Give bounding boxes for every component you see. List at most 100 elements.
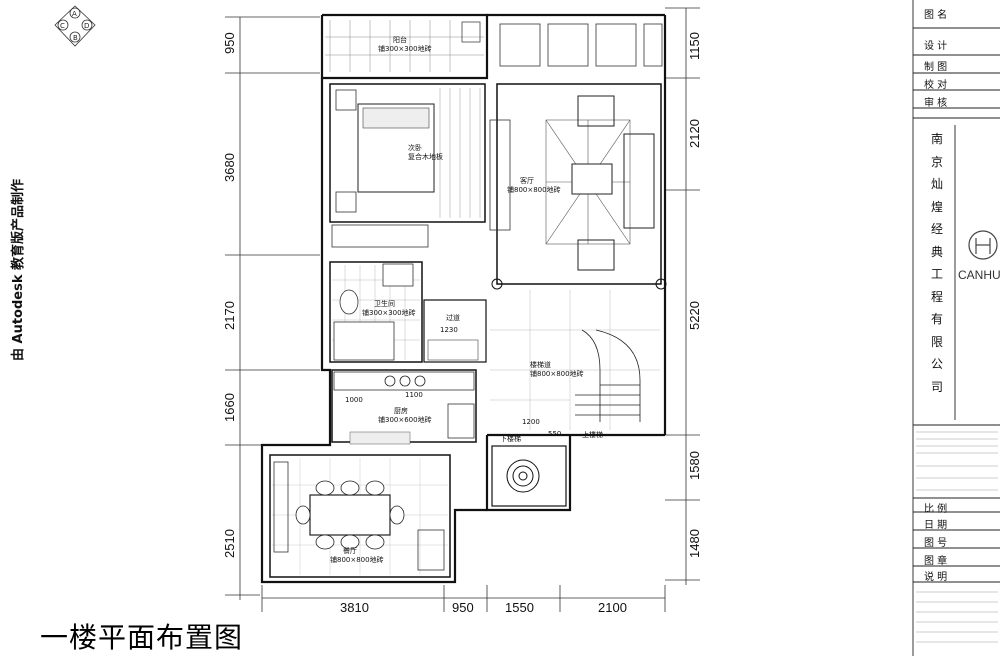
balcony-sink — [461, 21, 481, 43]
compass-letter-a: A — [72, 10, 77, 18]
shower — [333, 321, 395, 361]
tv-cabinet — [489, 119, 511, 231]
company-char: 南 — [930, 132, 943, 146]
bedroom-floor-label: 复合木地板 — [408, 152, 443, 161]
company-char: 工 — [930, 267, 943, 281]
stairwell-floor-label: 铺800×800地砖 — [530, 369, 584, 378]
bed-pillows — [362, 107, 430, 129]
corridor-label: 过道 — [446, 313, 460, 322]
company-char: 典 — [930, 244, 943, 259]
stair-up-label: 上楼梯 — [582, 430, 603, 439]
compass-letter-d: D — [84, 22, 89, 30]
tb-row-scale: 比 例 — [924, 504, 948, 515]
kitchen-hatch — [349, 431, 411, 445]
tb-row-number: 图 号 — [924, 538, 948, 549]
compass-letter-b: B — [73, 34, 78, 42]
company-char: 有 — [930, 312, 943, 326]
balcony-floor-label: 铺300×300地砖 — [378, 44, 432, 53]
bathroom-floor-label: 铺300×300地砖 — [362, 308, 416, 317]
kitchen-floor-label: 铺300×600地砖 — [378, 415, 432, 424]
corridor-outline — [423, 299, 487, 363]
dining-walls — [269, 454, 451, 578]
windows-top-right — [499, 23, 663, 67]
kitchen-label: 厨房 — [394, 406, 408, 415]
exterior-walls — [260, 13, 667, 584]
stairwell-grid — [490, 290, 660, 430]
nightstand-2 — [335, 191, 357, 213]
bedroom-walls — [329, 83, 486, 223]
living-floor-label: 铺800×800地砖 — [507, 185, 561, 194]
column-1 — [491, 278, 503, 290]
company-char: 限 — [930, 334, 943, 349]
living-room-walls — [496, 83, 662, 285]
dim-bottom-1550: 1550 — [505, 600, 534, 615]
company-logo-icon — [968, 230, 998, 260]
dim-left-1660: 1660 — [222, 393, 237, 422]
dining-floor-label: 铺800×800地砖 — [330, 555, 384, 564]
lower-stair-area — [491, 445, 567, 507]
bathroom-label: 卫生间 — [374, 299, 395, 308]
dim-right-1150: 1150 — [687, 32, 702, 60]
dim-right-2120: 2120 — [687, 119, 702, 148]
armchair-top — [577, 95, 615, 127]
tb-row-name: 图 名 — [924, 10, 948, 21]
company-char: 经 — [930, 222, 943, 236]
stove-icon — [384, 375, 426, 387]
balcony-label: 阳台 — [393, 35, 407, 44]
coffee-table — [571, 163, 613, 195]
address-fine-print — [916, 431, 998, 643]
wardrobe — [331, 224, 429, 248]
bed — [357, 103, 435, 193]
dim-left-2510: 2510 — [222, 529, 237, 558]
dining-chairs — [295, 480, 405, 550]
dim-right-1580: 1580 — [687, 451, 702, 480]
company-char: 煌 — [930, 199, 943, 214]
company-char: 司 — [930, 379, 943, 394]
kitchen-sink — [447, 403, 475, 439]
kitchen-counter-top — [333, 371, 475, 391]
right-dimension-line — [665, 7, 700, 585]
tb-brand: CANHU — [958, 268, 1000, 282]
column-2 — [655, 278, 667, 290]
dim-550-label: 550 — [548, 430, 561, 438]
sofa — [623, 133, 655, 229]
tb-row-date: 日 期 — [924, 520, 948, 531]
dim-left-3680: 3680 — [222, 153, 237, 182]
compass-letter-c: C — [60, 22, 65, 30]
dim-left-2170: 2170 — [222, 301, 237, 330]
staircase — [575, 329, 641, 422]
balcony-tiles — [325, 20, 484, 72]
compass-icon — [54, 5, 96, 47]
armchair-bottom — [577, 239, 615, 271]
tb-company-name: 南 京 灿 煌 经 典 工 程 有 限 公 司 — [926, 128, 948, 398]
company-char: 灿 — [930, 177, 943, 191]
dim-1230-label: 1230 — [440, 326, 458, 334]
bedroom-floorboards — [439, 88, 481, 218]
company-char: 公 — [930, 357, 943, 371]
fridge — [417, 529, 445, 571]
dim-bottom-2100: 2100 — [598, 600, 627, 615]
dim-left-950: 950 — [222, 32, 237, 54]
tb-row-review: 审 核 — [924, 98, 948, 109]
company-char: 京 — [930, 154, 943, 169]
tb-row-draft: 制 图 — [924, 62, 948, 73]
round-table-icon — [506, 459, 540, 493]
stairwell-label: 楼梯道 — [530, 360, 551, 369]
tb-row-stamp: 图 章 — [924, 556, 948, 567]
toilet — [339, 289, 359, 315]
corridor-cabinet — [427, 339, 479, 361]
dim-1000-label: 1000 — [345, 396, 363, 404]
dim-1200-label: 1200 — [522, 418, 540, 426]
bathroom-vanity — [382, 263, 414, 287]
tb-row-notes: 说 明 — [924, 572, 948, 583]
bottom-dimension-line — [261, 585, 666, 612]
dim-right-1480: 1480 — [687, 529, 702, 558]
company-char: 程 — [930, 289, 943, 304]
tb-row-check: 校 对 — [924, 80, 948, 91]
nightstand-1 — [335, 89, 357, 111]
stair-down-label: 下楼梯 — [500, 434, 521, 443]
dim-bottom-950: 950 — [452, 600, 474, 615]
